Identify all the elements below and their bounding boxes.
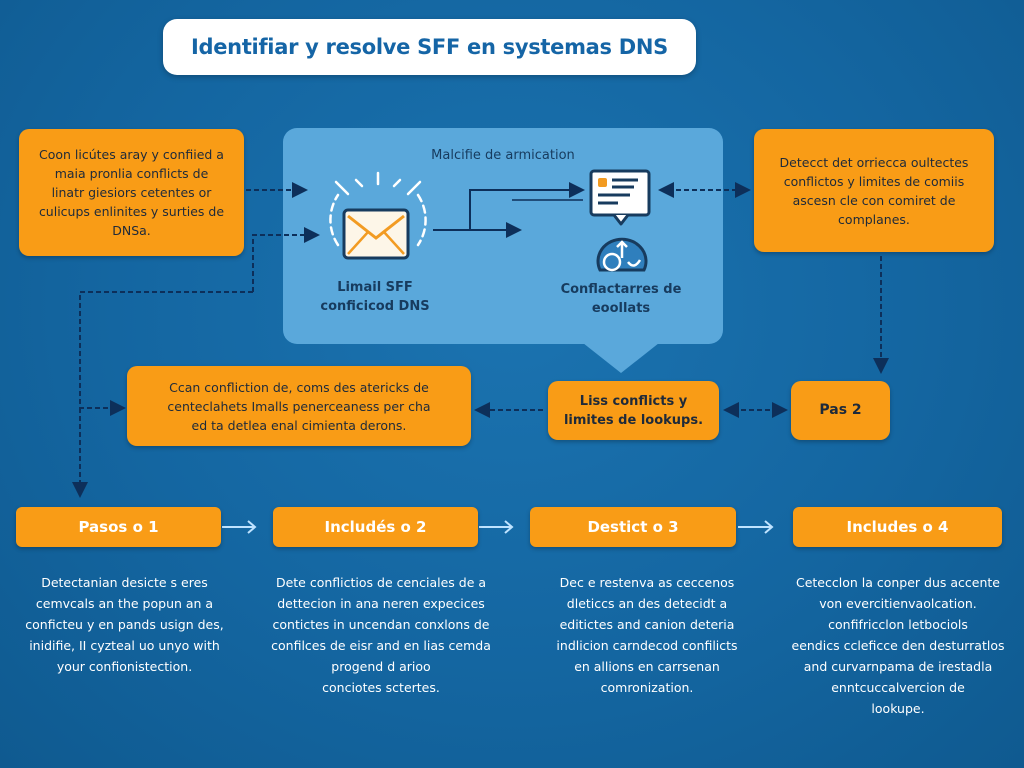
conflict-node-label: Conflactarres de eoollats bbox=[546, 280, 696, 318]
text-line: editictes and canion deteria bbox=[559, 617, 735, 632]
text-line: linatr giesiors cetentes or bbox=[51, 185, 212, 200]
step-2-button[interactable]: Includés o 2 bbox=[273, 507, 478, 547]
text-line: conficteu y en pands usign des, bbox=[25, 617, 224, 632]
middle-left-info-box: Ccan confliction de, coms des atericks d… bbox=[127, 366, 471, 446]
text-line: dettecion in ana neren expecices bbox=[277, 596, 485, 611]
text-line: eendics ccleficce den desturratlos bbox=[791, 638, 1005, 653]
step-4-button[interactable]: Includes o 4 bbox=[793, 507, 1002, 547]
text-line: Limail SFF bbox=[337, 280, 413, 295]
step-arrow-2-3 bbox=[479, 520, 514, 534]
text-line: Liss conflicts y bbox=[579, 393, 688, 409]
text-line: von evercitienvaolcation. bbox=[819, 596, 977, 611]
text-line: Cetecclon la conper dus accente bbox=[795, 575, 1000, 590]
step-4-label: Includes o 4 bbox=[846, 518, 949, 536]
text-line: culicups enlinites y surties de bbox=[38, 204, 225, 219]
email-node-label: Limail SFF conficicod DNS bbox=[300, 278, 450, 316]
text-line: cemvcals an the popun an a bbox=[35, 596, 214, 611]
text-line: Dete conflictios de cenciales de a bbox=[275, 575, 487, 590]
text-line: ascesn cle con comiret de bbox=[792, 192, 956, 208]
text-line: en allions en carrsenan bbox=[574, 659, 720, 674]
text-line: Coon licútes aray y confiied a bbox=[38, 147, 224, 162]
step-3-description: Dec e restenva as ceccenos dleticcs an d… bbox=[522, 572, 772, 698]
step-3-label: Destict o 3 bbox=[587, 518, 679, 536]
center-panel-pointer bbox=[583, 343, 659, 373]
step-1-description: Detectanian desicte s eres cemvcals an t… bbox=[12, 572, 237, 677]
text-line: and curvarnpama de irestadla bbox=[803, 659, 993, 674]
page-title: Identifiar y resolve SFF en systemas DNS bbox=[190, 35, 668, 59]
text-line: eoollats bbox=[591, 301, 651, 316]
text-line: DNSa. bbox=[112, 223, 151, 238]
step-arrow-1-2 bbox=[222, 520, 257, 534]
step-2-box: Pas 2 bbox=[791, 381, 890, 440]
text-line: your confionistection. bbox=[56, 659, 193, 674]
top-right-info-box: Detecct det orriecca oultectes conflicto… bbox=[754, 129, 994, 252]
text-line: Dec e restenva as ceccenos bbox=[559, 575, 735, 590]
text-line: confifricclon letbociols bbox=[828, 617, 968, 632]
step-4-description: Cetecclon la conper dus accente von ever… bbox=[778, 572, 1018, 719]
step-3-button[interactable]: Destict o 3 bbox=[530, 507, 736, 547]
top-left-info-box: Coon licútes aray y confiied a maia pron… bbox=[19, 129, 244, 256]
text-line: dleticcs an des detecidt a bbox=[566, 596, 728, 611]
text-line: progend d arioo bbox=[331, 659, 431, 674]
document-chat-icon bbox=[589, 169, 651, 226]
text-line: Detecct det orriecca oultectes bbox=[779, 154, 969, 170]
step-1-button[interactable]: Pasos o 1 bbox=[16, 507, 221, 547]
text-line: inidifie, II cyzteal uo unyo with bbox=[29, 638, 220, 653]
text-line: enntcuccalvercion de bbox=[831, 680, 965, 695]
text-line: comronization. bbox=[600, 680, 694, 695]
step-2-label: Includés o 2 bbox=[324, 518, 427, 536]
text-line: lookupe. bbox=[871, 701, 925, 716]
text-line: indlicion carndecod confilicts bbox=[556, 638, 738, 653]
text-line: ed ta detlea enal cimienta derons. bbox=[191, 417, 407, 433]
text-line: contictes in uncendan conxlons de bbox=[272, 617, 490, 632]
text-line: conficicod DNS bbox=[320, 299, 430, 314]
text-line: Conflactarres de bbox=[560, 282, 682, 297]
title-banner: Identifiar y resolve SFF en systemas DNS bbox=[163, 19, 696, 75]
sync-circle-icon bbox=[596, 237, 648, 272]
step-2-description: Dete conflictios de cenciales de a dette… bbox=[256, 572, 506, 698]
text-line: Pas 2 bbox=[819, 402, 862, 418]
step-1-label: Pasos o 1 bbox=[78, 518, 159, 536]
text-line: conflictos y limites de comiis bbox=[783, 173, 965, 189]
text-line: conciotes sctertes. bbox=[322, 680, 440, 695]
text-line: centeclahets Imalls penerceaness per cha bbox=[167, 398, 431, 414]
lookups-limit-box: Liss conflicts y limites de lookups. bbox=[548, 381, 719, 440]
text-line: maia pronlia conflicts de bbox=[54, 166, 209, 181]
envelope-icon bbox=[329, 171, 427, 260]
text-line: limites de lookups. bbox=[563, 412, 704, 428]
center-panel-title: Malcifie de armication bbox=[431, 148, 575, 163]
text-line: complanes. bbox=[838, 211, 910, 227]
text-line: confilces de eisr and en lias cemda bbox=[271, 638, 491, 653]
step-arrow-3-4 bbox=[738, 520, 774, 534]
text-line: Detectanian desicte s eres bbox=[41, 575, 208, 590]
text-line: Ccan confliction de, coms des atericks d… bbox=[169, 379, 429, 395]
